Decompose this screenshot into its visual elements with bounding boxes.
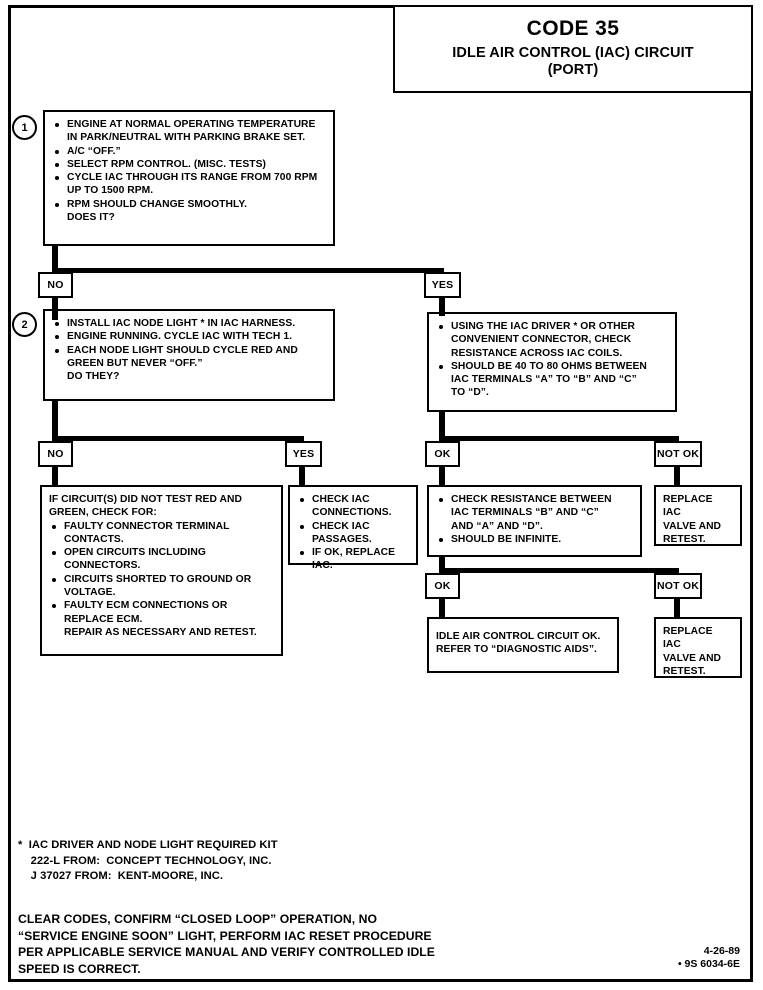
connector-infinite-notok-down bbox=[674, 598, 680, 618]
connector-resistance-ok-down bbox=[439, 466, 445, 486]
list-item: CYCLE IAC THROUGH ITS RANGE FROM 700 RPM… bbox=[52, 171, 326, 198]
box-circuit-check: IF CIRCUIT(S) DID NOT TEST RED AND GREEN… bbox=[40, 485, 283, 656]
branch-chip-step1-yes: YES bbox=[424, 272, 461, 298]
list-item: RPM SHOULD CHANGE SMOOTHLY. bbox=[52, 198, 326, 211]
connector-infinite-ok-down bbox=[439, 598, 445, 618]
page-title-subtitle-line2: (PORT) bbox=[547, 62, 599, 78]
list-item: SELECT RPM CONTROL. (MISC. TESTS) bbox=[52, 158, 326, 171]
title-block: CODE 35 IDLE AIR CONTROL (IAC) CIRCUIT (… bbox=[393, 5, 753, 93]
box-circuit-check-list: FAULTY CONNECTOR TERMINAL CONTACTS. OPEN… bbox=[49, 520, 274, 640]
branch-chip-step2-yes: YES bbox=[285, 441, 322, 467]
box-resistance-check-list: CHECK RESISTANCE BETWEEN IAC TERMINALS “… bbox=[436, 493, 633, 546]
list-item: CHECK IAC CONNECTIONS. bbox=[297, 493, 409, 520]
branch-chip-step1-no: NO bbox=[38, 272, 73, 298]
list-item: FAULTY CONNECTOR TERMINAL CONTACTS. bbox=[49, 520, 274, 547]
box-resistance-check: CHECK RESISTANCE BETWEEN IAC TERMINALS “… bbox=[427, 485, 642, 557]
list-item: IF OK, REPLACE IAC. bbox=[297, 546, 409, 573]
list-item: SHOULD BE 40 TO 80 OHMS BETWEEN IAC TERM… bbox=[436, 360, 668, 400]
box-step1-question: DOES IT? bbox=[67, 212, 115, 224]
list-item: CHECK IAC PASSAGES. bbox=[297, 520, 409, 547]
step-number-1: 1 bbox=[12, 115, 37, 140]
connector-step1-no-down bbox=[52, 296, 58, 320]
connector-iacdriver-bus bbox=[439, 436, 679, 441]
list-item: SHOULD BE INFINITE. bbox=[436, 533, 633, 546]
list-item: ENGINE AT NORMAL OPERATING TEMPERATURE I… bbox=[52, 118, 326, 145]
box-replace-valve-bottom-text: REPLACE IAC VALVE AND RETEST. bbox=[663, 626, 722, 677]
branch-chip-resistance-not-ok: NOT OK bbox=[654, 441, 702, 467]
connector-resistance-bus bbox=[439, 568, 679, 573]
box-iac-driver-list: USING THE IAC DRIVER * OR OTHER CONVENIE… bbox=[436, 320, 668, 400]
box-circuit-ok: IDLE AIR CONTROL CIRCUIT OK. REFER TO “D… bbox=[427, 617, 619, 673]
document-date-code: 4-26-89 bbox=[703, 945, 740, 957]
branch-chip-infinite-not-ok: NOT OK bbox=[654, 573, 702, 599]
list-item: A/C “OFF.” bbox=[52, 145, 326, 158]
connector-step2-down bbox=[52, 400, 58, 440]
step-number-2: 2 bbox=[12, 312, 37, 337]
box-replace-valve-top: REPLACE IAC VALVE AND RETEST. bbox=[654, 485, 742, 546]
box-check-iac: CHECK IAC CONNECTIONS. CHECK IAC PASSAGE… bbox=[288, 485, 418, 571]
list-item: CIRCUITS SHORTED TO GROUND OR VOLTAGE. bbox=[49, 573, 274, 600]
box-step2-question: DO THEY? bbox=[67, 371, 120, 383]
list-item: CHECK RESISTANCE BETWEEN IAC TERMINALS “… bbox=[436, 493, 633, 533]
box-circuit-ok-text: IDLE AIR CONTROL CIRCUIT OK. REFER TO “D… bbox=[436, 631, 601, 656]
connector-step1-yes-down bbox=[439, 296, 445, 316]
box-step2: INSTALL IAC NODE LIGHT * IN IAC HARNESS.… bbox=[43, 309, 335, 401]
branch-chip-infinite-ok: OK bbox=[425, 573, 460, 599]
connector-step1-bus bbox=[52, 268, 444, 273]
list-item: OPEN CIRCUITS INCLUDING CONNECTORS. bbox=[49, 546, 274, 573]
box-check-iac-list: CHECK IAC CONNECTIONS. CHECK IAC PASSAGE… bbox=[297, 493, 409, 573]
branch-chip-resistance-ok: OK bbox=[425, 441, 460, 467]
box-circuit-check-trailing: REPAIR AS NECESSARY AND RETEST. bbox=[64, 626, 257, 638]
connector-resistance-notok-down bbox=[674, 466, 680, 486]
page-title-subtitle-line1: IDLE AIR CONTROL (IAC) CIRCUIT bbox=[452, 45, 694, 61]
list-item: EACH NODE LIGHT SHOULD CYCLE RED AND GRE… bbox=[52, 344, 326, 371]
connector-step2-yes-down bbox=[299, 466, 305, 486]
box-circuit-check-heading: IF CIRCUIT(S) DID NOT TEST RED AND GREEN… bbox=[49, 494, 242, 519]
box-step2-list: INSTALL IAC NODE LIGHT * IN IAC HARNESS.… bbox=[52, 317, 326, 383]
box-iac-driver-check: USING THE IAC DRIVER * OR OTHER CONVENIE… bbox=[427, 312, 677, 412]
footer-instructions: CLEAR CODES, CONFIRM “CLOSED LOOP” OPERA… bbox=[18, 912, 435, 976]
connector-step2-no-down bbox=[52, 466, 58, 486]
box-replace-valve-bottom: REPLACE IAC VALVE AND RETEST. bbox=[654, 617, 742, 678]
list-item: USING THE IAC DRIVER * OR OTHER CONVENIE… bbox=[436, 320, 668, 360]
page-title-code: CODE 35 bbox=[526, 17, 620, 40]
branch-chip-step2-no: NO bbox=[38, 441, 73, 467]
list-item: ENGINE RUNNING. CYCLE IAC WITH TECH 1. bbox=[52, 330, 326, 343]
connector-step1-down bbox=[52, 245, 58, 273]
connector-iacdriver-down bbox=[439, 411, 445, 441]
list-item: FAULTY ECM CONNECTIONS OR REPLACE ECM. bbox=[49, 599, 274, 626]
list-item: INSTALL IAC NODE LIGHT * IN IAC HARNESS. bbox=[52, 317, 326, 330]
box-step1-list: ENGINE AT NORMAL OPERATING TEMPERATURE I… bbox=[52, 118, 326, 224]
document-part-code: • 9S 6034-6E bbox=[677, 958, 740, 970]
page-border bbox=[8, 5, 753, 982]
connector-step2-bus bbox=[52, 436, 304, 441]
footnote-kit-requirement: * IAC DRIVER AND NODE LIGHT REQUIRED KIT… bbox=[18, 839, 278, 882]
box-replace-valve-top-text: REPLACE IAC VALVE AND RETEST. bbox=[663, 494, 722, 545]
box-step1: ENGINE AT NORMAL OPERATING TEMPERATURE I… bbox=[43, 110, 335, 246]
